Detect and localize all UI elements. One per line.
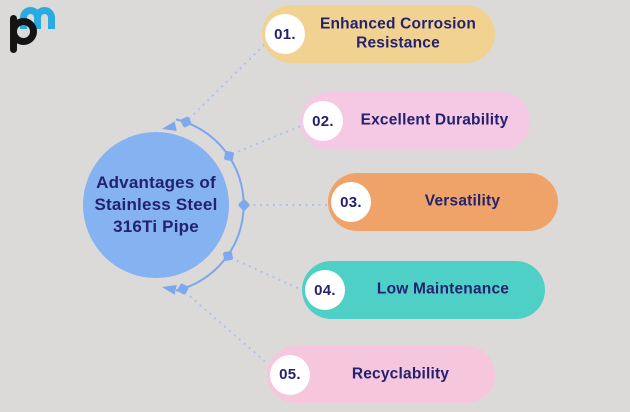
dotted-connector-4: [230, 257, 303, 291]
arc-node-4: [223, 251, 233, 261]
arrowhead-bottom: [162, 285, 177, 295]
logo-letter-p: [10, 15, 40, 53]
step-number-1: 01.: [274, 25, 296, 43]
advantage-pill-2: 02. Excellent Durability: [300, 92, 530, 150]
step-number-4: 04.: [314, 281, 336, 299]
dotted-connector-2: [231, 125, 302, 155]
logo-m-arch-right: [34, 7, 55, 29]
step-number-circle-3: 03.: [331, 182, 371, 222]
advantage-pill-1: 01. Enhanced Corrosion Resistance: [262, 5, 495, 63]
advantage-pill-4: 04. Low Maintenance: [302, 261, 545, 319]
arc-node-1: [180, 116, 192, 128]
arc-node-5: [177, 283, 189, 295]
step-number-circle-5: 05.: [270, 354, 310, 395]
central-topic-title: Advantages of Stainless Steel 316Ti Pipe: [94, 172, 218, 237]
dotted-connector-5: [184, 291, 269, 365]
brand-logo: [8, 5, 60, 53]
step-number-circle-1: 01.: [265, 14, 305, 54]
step-number-2: 02.: [312, 112, 334, 130]
central-topic-circle: Advantages of Stainless Steel 316Ti Pipe: [83, 132, 229, 278]
advantage-pill-3: 03. Versatility: [328, 173, 558, 231]
advantage-label-2: Excellent Durability: [360, 111, 509, 129]
advantage-label-1: Enhanced Corrosion Resistance: [319, 15, 477, 51]
advantage-label-3: Versatility: [424, 192, 501, 210]
logo-p-bowl: [10, 18, 37, 45]
arc-node-3: [238, 199, 250, 211]
dotted-connector-1: [188, 42, 267, 120]
step-number-circle-2: 02.: [303, 101, 343, 141]
arrowhead-top: [162, 121, 177, 131]
arc-node-2: [224, 151, 234, 161]
advantage-pill-5: 05. Recyclability: [267, 346, 495, 403]
step-number-5: 05.: [279, 366, 301, 383]
step-number-circle-4: 04.: [305, 270, 345, 310]
advantage-label-4: Low Maintenance: [376, 280, 510, 298]
advantage-label-5: Recyclability: [351, 365, 450, 383]
step-number-3: 03.: [340, 193, 362, 211]
